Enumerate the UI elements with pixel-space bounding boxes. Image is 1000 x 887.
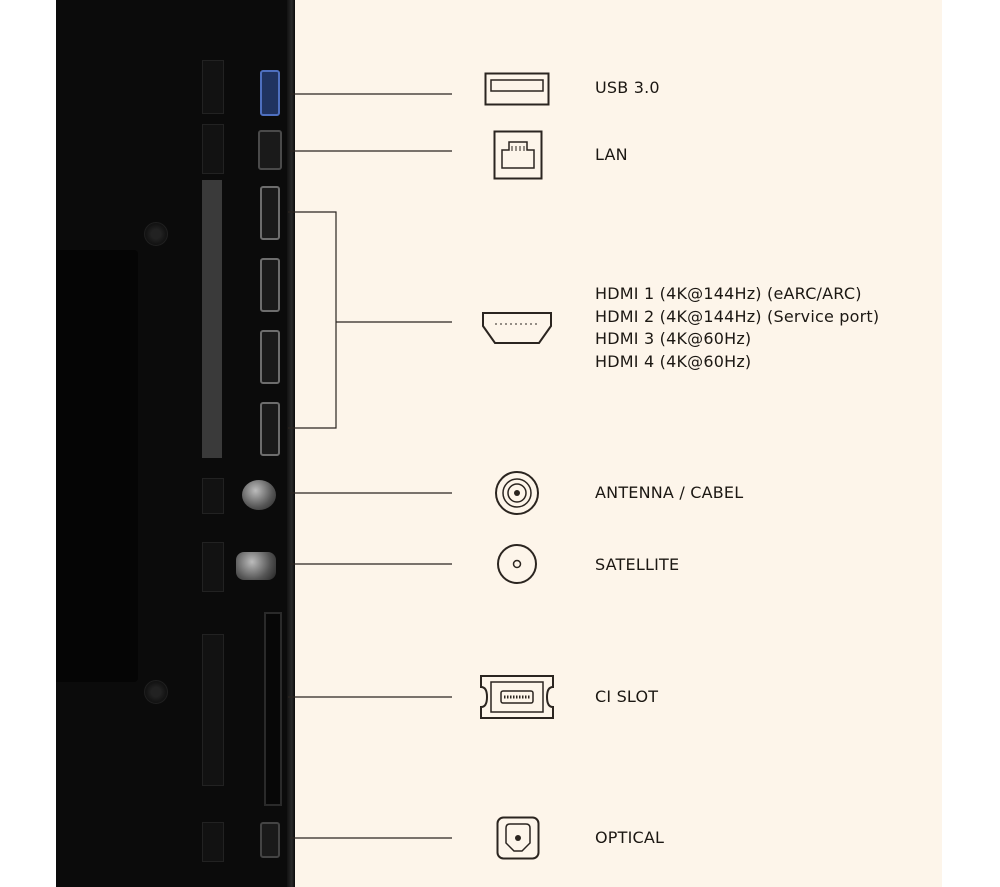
- optical-label-strip: [202, 822, 224, 862]
- hdmi-port-icon: [482, 312, 552, 344]
- antenna-port-photo: [242, 480, 276, 510]
- hdmi4-port-photo: [260, 402, 280, 456]
- hdmi-label-group: HDMI 1 (4K@144Hz) (eARC/ARC) HDMI 2 (4K@…: [595, 283, 879, 373]
- screw-bottom: [144, 680, 168, 704]
- lan-port-photo: [258, 130, 282, 170]
- usb-label-strip: [202, 60, 224, 114]
- usb-label: USB 3.0: [595, 78, 660, 97]
- satellite-label-strip: [202, 542, 224, 592]
- hdmi-3-label: HDMI 3 (4K@60Hz): [595, 329, 752, 348]
- tv-body-recess: [56, 250, 138, 682]
- optical-audio-icon: [496, 816, 540, 860]
- optical-label: OPTICAL: [595, 828, 665, 847]
- satellite-f-connector-icon: [497, 544, 537, 584]
- antenna-label-strip: [202, 478, 224, 514]
- ci-slot-photo: [264, 612, 282, 806]
- satellite-port-photo: [236, 552, 276, 580]
- lan-label-strip: [202, 124, 224, 174]
- screw-top: [144, 222, 168, 246]
- usb-port-photo: [260, 70, 280, 116]
- hdmi-1-label: HDMI 1 (4K@144Hz) (eARC/ARC): [595, 284, 862, 303]
- satellite-label: SATELLITE: [595, 555, 680, 574]
- ci-label-strip: [202, 634, 224, 786]
- lan-label: LAN: [595, 145, 628, 164]
- hdmi-label-strip: [202, 180, 222, 458]
- tv-edge-bevel: [287, 0, 295, 887]
- ethernet-port-icon: [493, 130, 543, 180]
- hdmi2-port-photo: [260, 258, 280, 312]
- hdmi-2-label: HDMI 2 (4K@144Hz) (Service port): [595, 306, 880, 326]
- hdmi1-port-photo: [260, 186, 280, 240]
- ci-slot-label: CI SLOT: [595, 687, 659, 706]
- antenna-coax-icon: [495, 471, 539, 515]
- spec-panel: [295, 0, 942, 887]
- hdmi3-port-photo: [260, 330, 280, 384]
- tv-rear-panel-photo: [56, 0, 295, 887]
- hdmi-4-label: HDMI 4 (4K@60Hz): [595, 351, 752, 371]
- usb-port-icon: [484, 72, 550, 106]
- ci-card-icon: [480, 675, 554, 719]
- optical-port-photo: [260, 822, 280, 858]
- antenna-label: ANTENNA / CABEL: [595, 483, 744, 502]
